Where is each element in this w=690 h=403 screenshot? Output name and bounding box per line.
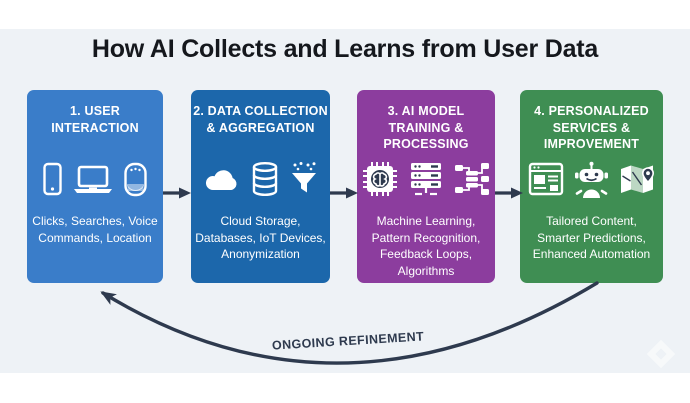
step-icons (27, 157, 163, 201)
step-body: Tailored Content, Smarter Predictions, E… (532, 214, 651, 262)
map-icon (619, 162, 655, 197)
flow-arrow-1-2 (163, 187, 191, 199)
flow-arrow-3-4 (495, 187, 523, 199)
step-body: Clicks, Searches, Voice Commands, Locati… (32, 214, 158, 245)
step-heading: 4. PERSONALIZED SERVICES & IMPROVEMENT (534, 104, 649, 151)
step-heading: 3. AI MODEL TRAINING & PROCESSING (383, 104, 469, 151)
network-icon (454, 161, 490, 197)
funnel-icon (289, 161, 319, 197)
smartphone-icon (42, 162, 63, 196)
step-heading: 2. DATA COLLECTION & AGGREGATION (193, 104, 328, 135)
flow-arrow-2-3 (330, 187, 358, 199)
cloud-icon (203, 165, 241, 193)
browser-icon (528, 162, 564, 196)
step-box-data-collection: 2. DATA COLLECTION & AGGREGATION (191, 90, 330, 283)
server-icon (407, 161, 445, 197)
database-icon (250, 161, 280, 197)
laptop-icon (72, 163, 114, 195)
step-icons (191, 157, 330, 201)
step-heading: 1. USER INTERACTION (51, 104, 139, 135)
step-box-personalized-services: 4. PERSONALIZED SERVICES & IMPROVEMENT (520, 90, 663, 283)
robot-icon (573, 161, 610, 198)
step-icons (520, 157, 663, 201)
step-body: Cloud Storage, Databases, IoT Devices, A… (195, 214, 326, 262)
ai-chip-icon (362, 161, 398, 197)
step-box-ai-training: 3. AI MODEL TRAINING & PROCESSING (357, 90, 495, 283)
watermark-logo (644, 337, 678, 371)
step-box-user-interaction: 1. USER INTERACTION (27, 90, 163, 283)
smart-speaker-icon (123, 162, 148, 197)
page-title: How AI Collects and Learns from User Dat… (91, 35, 599, 63)
step-icons (357, 157, 495, 201)
step-body: Machine Learning, Pattern Recognition, F… (371, 214, 481, 278)
